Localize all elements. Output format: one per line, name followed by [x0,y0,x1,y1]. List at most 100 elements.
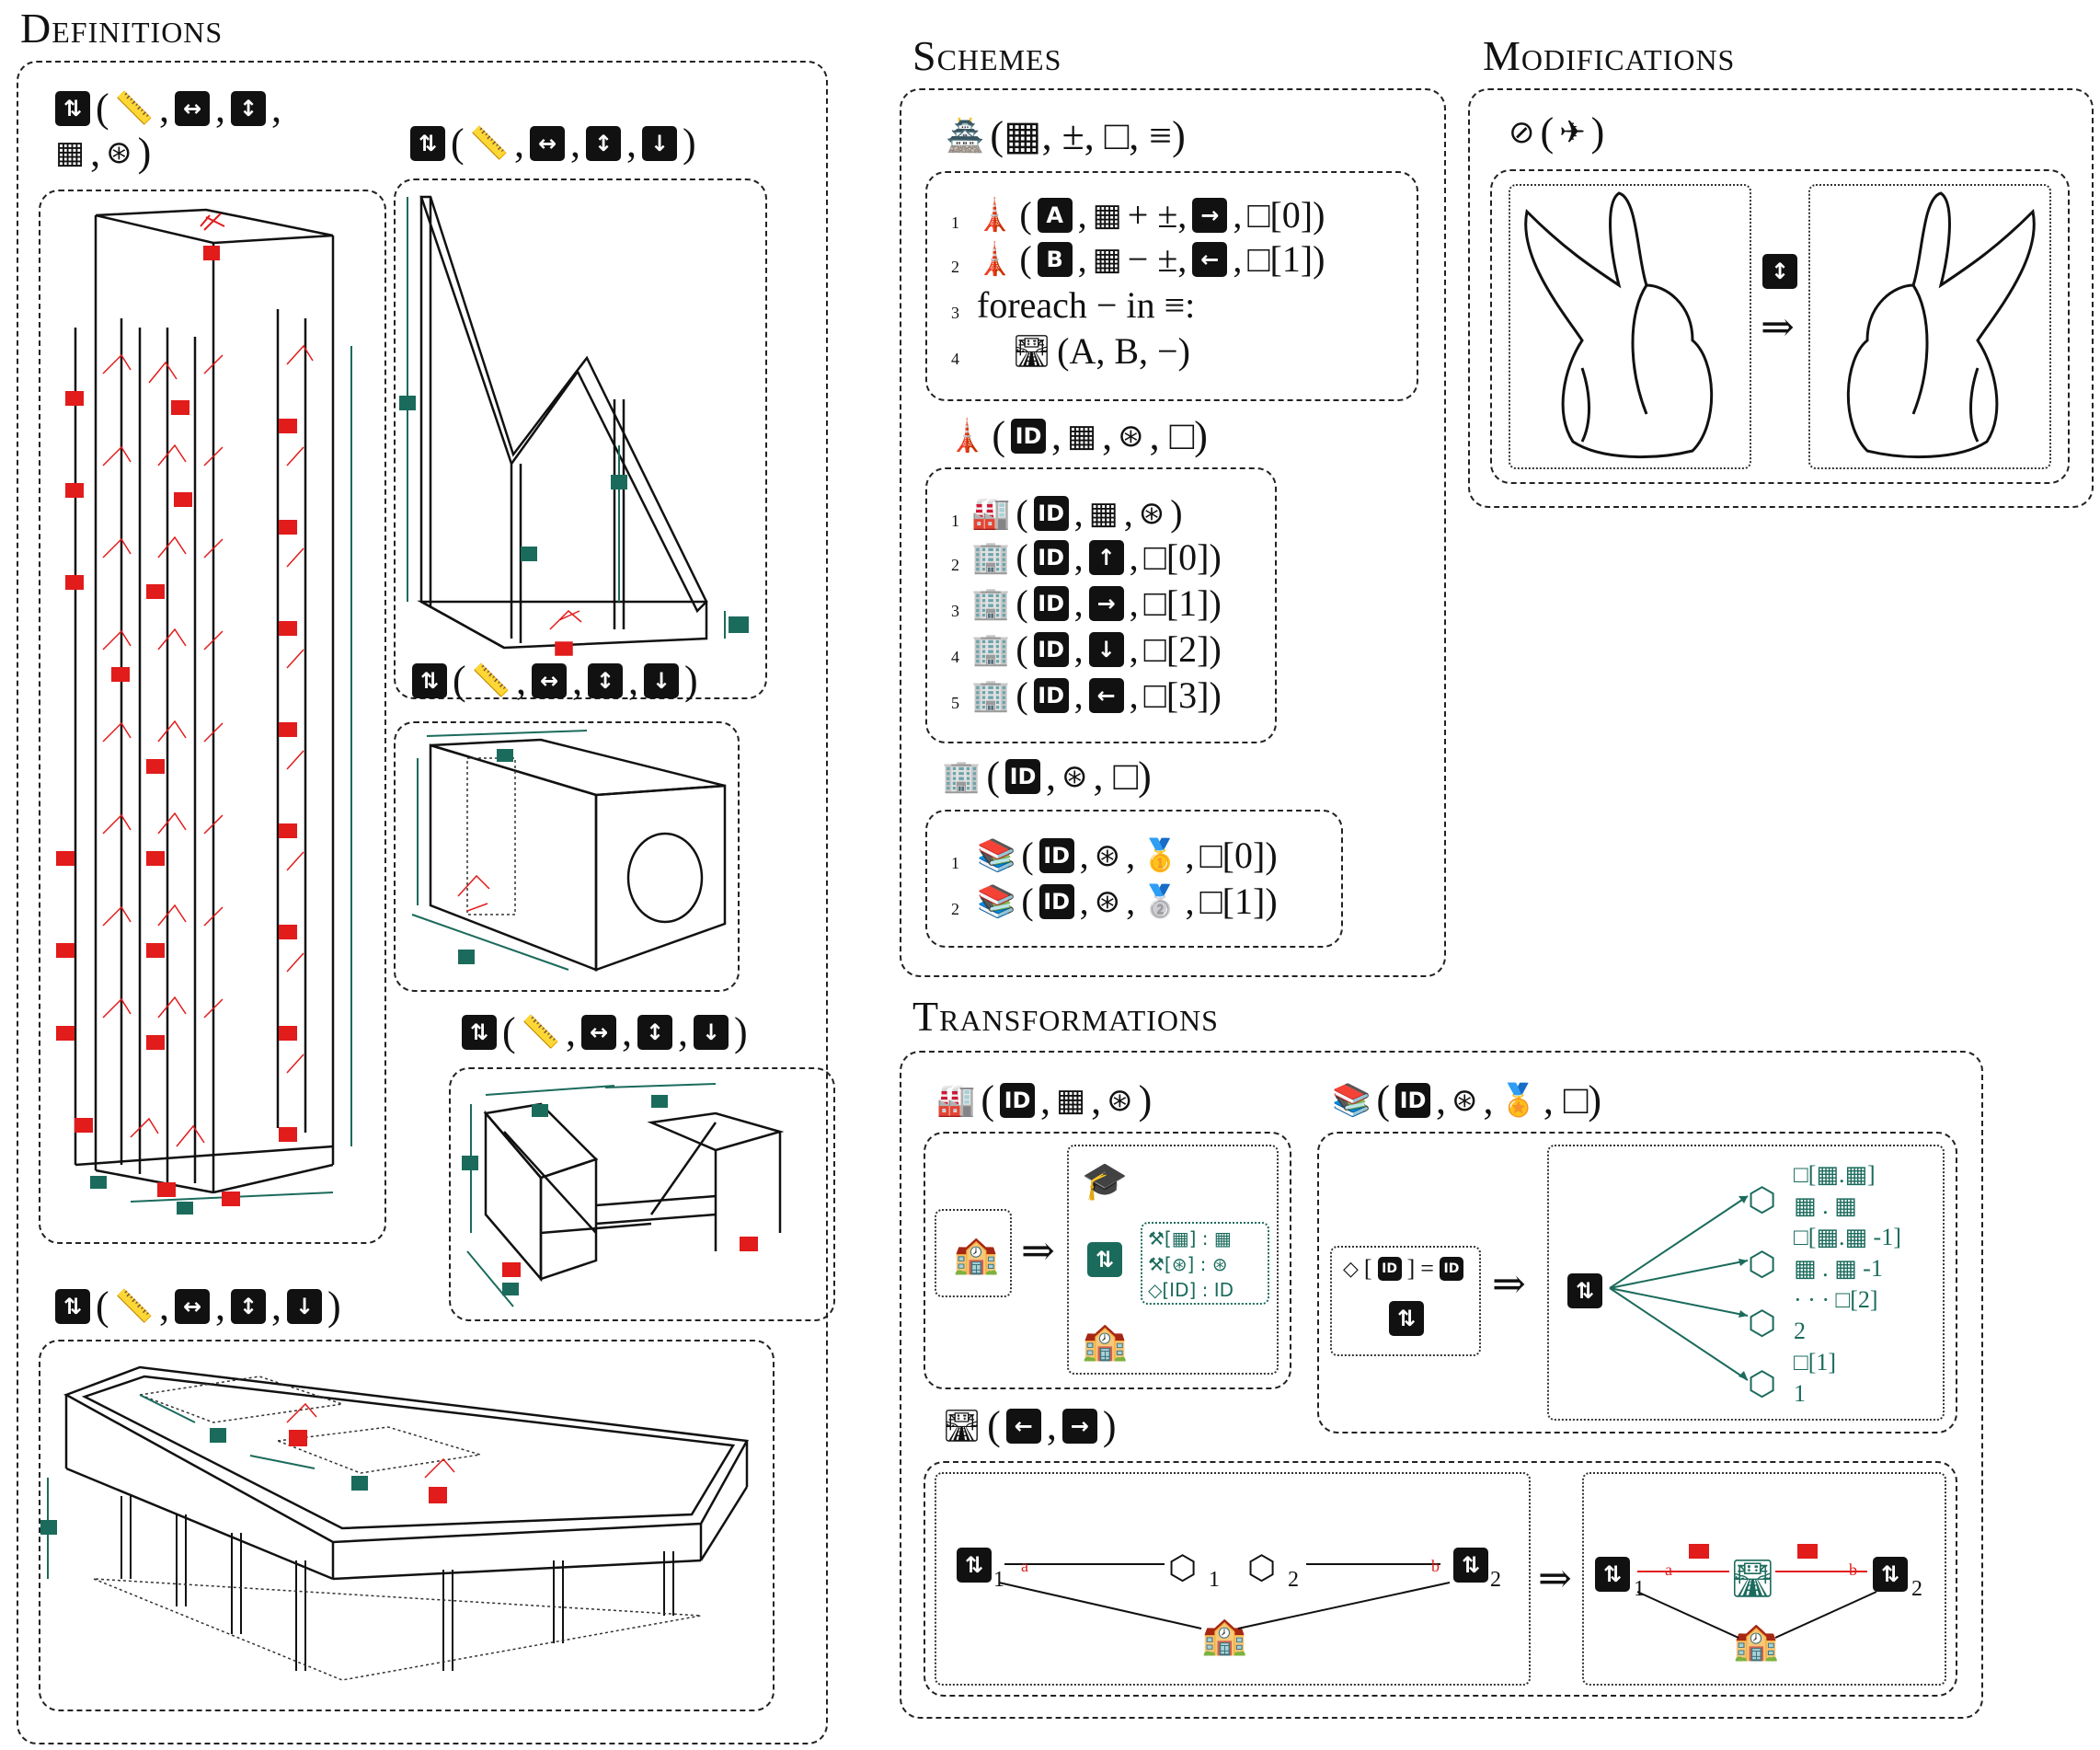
bldg-line-2: 🏢( ID, ↑, □[0]) [971,536,1222,578]
property-map-text: ⚒[▦] : ▦⚒[⊛] : ⊛◇[ID] : ID [1148,1227,1234,1301]
down-arrow-icon: ↓ [642,125,677,161]
letter-b: b [1849,1560,1857,1579]
scheme-root-sig: 🏯 (▦, ±, □, ≡) [946,113,1186,158]
right-arrow-icon: → [1061,1408,1097,1444]
scheme-block-1 [925,171,1418,401]
bridge-target-frame [1582,1472,1946,1686]
line-number: 3 [951,304,959,322]
ruler-icon: 📏 [114,1287,154,1325]
bridge-icon: 🛣 [942,1407,982,1445]
definitions-title: Definitions [20,5,224,52]
elevator-icon: ⇅ [410,125,445,161]
box-icon: ⬡ [1748,1181,1777,1219]
school-icon: 🏫 [1201,1615,1247,1657]
line-number: 3 [951,602,959,620]
elevator-icon: ⇅ [957,1548,992,1583]
elevator-icon: ⇅ [1389,1301,1424,1336]
compass-icon: ⊛ [1061,757,1088,795]
tag-icon: ◇ [1343,1257,1359,1281]
implies-arrow: ⇒ [1021,1228,1055,1273]
office-building-icon: 🏢 [971,538,1011,576]
school-icon: 🏫 [1733,1620,1779,1663]
modification-sig: ⊘( ✈) [1509,109,1605,155]
elevator-icon: ⇅ [55,90,90,126]
line-number: 4 [951,350,959,368]
up-down-arrow-icon: ↕ [588,662,623,698]
medal-icon: 🏅 [1498,1081,1538,1119]
line-number: 5 [951,694,959,712]
id-icon: ID [1033,539,1069,575]
box-icon: ⬡ [1168,1549,1198,1587]
platform-box [39,1340,775,1711]
subscript-2: 2 [1288,1568,1299,1592]
elevator-icon: ⇅ [412,662,447,698]
letter-a: a [1021,1557,1028,1575]
office-building-icon: 🏢 [971,676,1011,714]
elevator-icon: ⇅ [1567,1273,1602,1308]
subscript-1: 1 [1209,1568,1220,1592]
bldg-line-1: 🏭( ID, ▦, ⊛ ) [971,492,1183,534]
scheme-block-3 [925,810,1343,948]
bldg-line-5: 🏢( ID, ←, □[3]) [971,674,1222,716]
factory-icon: 🏭 [971,494,1011,532]
left-right-arrow-icon: ↔ [175,90,210,126]
scheme-line-1: 🗼( A, ▦ + ±, →, □[0]) [975,194,1325,236]
elevator-icon: ⇅ [55,1288,90,1324]
medal-2-icon: 🥈 [1141,882,1180,920]
source-frame [935,1209,1012,1297]
box-icon: ⬡ [1748,1365,1777,1403]
left-arrow-icon: ← [1088,677,1124,713]
bunny-original [1524,191,1714,459]
def-sig-ramp: ⇅ (📏, ↔, ↕, ↓) [410,120,696,167]
implies-arrow: ⇒ [1538,1556,1572,1601]
floors-icon: ▦ [1088,494,1119,532]
tower-box [39,190,386,1244]
bridge-icon: 🛣 [1012,332,1052,370]
elevator-icon: ⇅ [1087,1242,1122,1277]
ramp-box [394,178,767,699]
stack-icon: 📚 [977,836,1016,874]
floors-icon: ▦ [1067,417,1097,455]
transform-box-1 [924,1132,1291,1389]
id-icon: ID [1011,418,1046,454]
id-equality: ◇[ID] = ID [1343,1255,1463,1283]
schemes-title: Schemes [912,32,1062,79]
scheme-line-3: foreach − in ≡: [977,284,1196,326]
right-arrow-icon: → [1088,585,1124,621]
compass-icon: ⊛ [106,133,132,171]
line-number: 1 [951,213,959,232]
platform-drawing [40,1365,749,1681]
transform-sig-3: 🛣( ←, →) [942,1403,1117,1448]
left-right-arrow-icon: ↔ [532,662,567,698]
airplane-icon: ✈ [1559,113,1586,151]
subscript-1: 1 [993,1568,1004,1592]
def-sig-tower-2: ▦, ⊛) [55,130,152,175]
line-number: 4 [951,648,959,666]
tower-drawing [56,208,352,1215]
elevator-icon: ⇅ [1873,1557,1908,1592]
box-icon: ⬡ [1748,1305,1777,1342]
scheme-office-sig: 🏢( ID, ⊛ , □) [942,754,1152,799]
right-arrow-icon: → [1192,197,1228,233]
compass-icon: ⊛ [1118,417,1144,455]
office-building-icon: 🏢 [971,630,1011,668]
line-number: 2 [951,556,959,574]
bunny-flipped [1846,191,2036,459]
id-icon: ID [1033,631,1069,667]
elevator-icon: ⇅ [1595,1557,1630,1592]
id-icon: ID [1033,585,1069,621]
elevator-icon: ⇅ [462,1014,497,1050]
compass-icon: ⊛ [1094,836,1121,874]
line-number: 2 [951,900,959,918]
definitions-panel [17,61,828,1744]
ruler-icon: 📏 [469,124,509,162]
up-down-arrow-icon: ↕ [586,125,621,161]
line-number: 1 [951,512,959,530]
up-down-arrow-icon: ↕ [637,1014,672,1050]
transform-box-2 [1317,1132,1957,1433]
castle-icon: 🏯 [946,117,985,155]
bridge-source-frame [935,1472,1531,1686]
floors-icon: ▦ [1056,1081,1086,1119]
letter-b: b [1431,1557,1440,1575]
left-right-arrow-icon: ↔ [175,1288,210,1324]
